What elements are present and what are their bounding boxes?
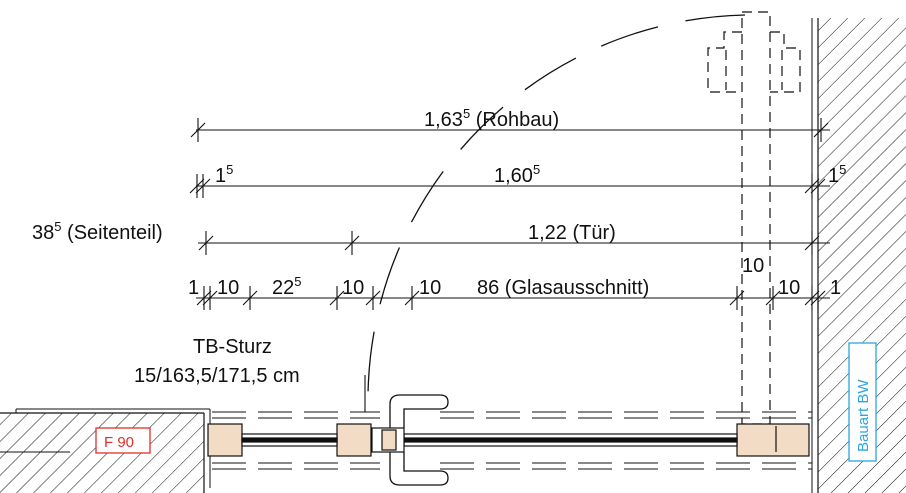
bauart-label: Bauart BW [855, 379, 872, 452]
fire-rating-badge: F 90 [95, 427, 151, 454]
sturz-label-line2: 15/163,5/171,5 cm [134, 365, 300, 387]
fire-rating-label: F 90 [104, 434, 134, 451]
dim-row4-f: 86 (Glasausschnitt) [477, 277, 649, 299]
dim-row4-h: 1 [830, 277, 841, 299]
door-frame-section [207, 423, 810, 457]
dim-row4-c: 225 [272, 274, 301, 299]
door-handle [389, 394, 449, 486]
dimension-lines [189, 118, 830, 310]
dim-row4-g: 10 [778, 277, 800, 299]
dim-row4-e: 10 [419, 277, 441, 299]
dim-right-small: 15 [828, 162, 846, 187]
dim-middle: 1,605 [494, 162, 540, 187]
dim-row4-b: 10 [217, 277, 239, 299]
dim-rohbau: 1,635 (Rohbau) [424, 106, 559, 131]
door-swing-arc [367, 14, 746, 401]
dim-row4-d: 10 [342, 277, 364, 299]
dim-row4-a: 1 [188, 277, 199, 299]
dim-tuer: 1,22 (Tür) [528, 222, 616, 244]
dim-seitenteil: 385 (Seitenteil) [32, 219, 163, 244]
reveal-lines [212, 411, 812, 470]
dim-left-small: 15 [215, 162, 233, 187]
bauart-badge: Bauart BW [848, 342, 877, 462]
dim-row4-above: 10 [742, 255, 764, 277]
open-door-leaf [707, 11, 801, 425]
sturz-label-line1: TB-Sturz [193, 336, 272, 358]
